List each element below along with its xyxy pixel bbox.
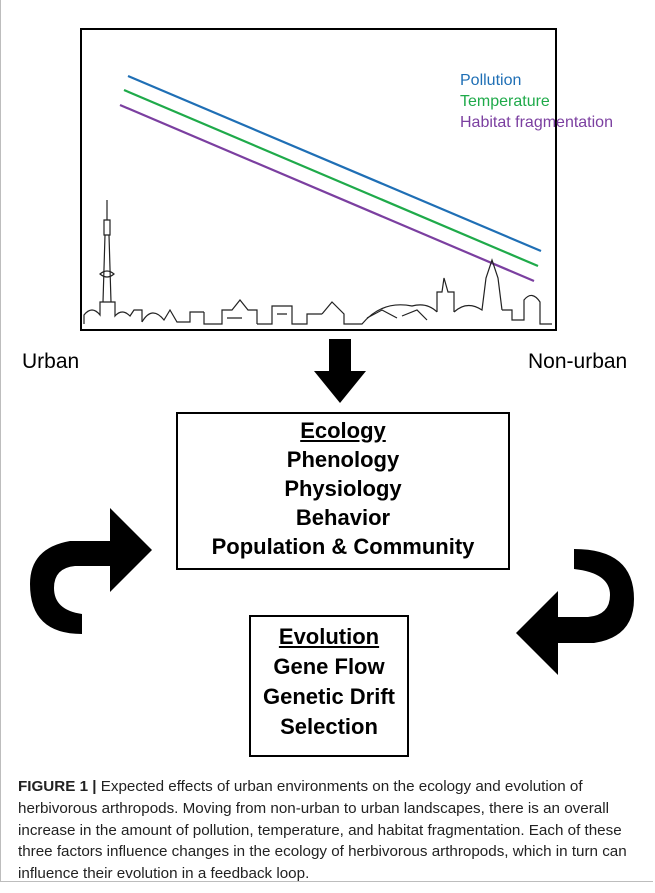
ecology-heading: Ecology bbox=[300, 418, 386, 443]
evolution-heading: Evolution bbox=[278, 624, 380, 649]
evolution-item: Selection bbox=[280, 714, 378, 739]
non-urban-label: Non-urban bbox=[528, 350, 628, 373]
gradient-lines bbox=[83, 74, 552, 325]
pollution-line bbox=[127, 74, 542, 253]
urban-label: Urban bbox=[22, 350, 80, 373]
figure-caption: FIGURE 1 | Expected effects of urban env… bbox=[18, 776, 646, 885]
down-arrow-icon bbox=[314, 339, 366, 403]
evolution-box: Evolution Gene Flow Genetic Drift Select… bbox=[249, 615, 409, 757]
curved-arrow-left-icon bbox=[30, 508, 152, 634]
caption-text: Expected effects of urban environments o… bbox=[18, 778, 627, 883]
ecology-item: Behavior bbox=[295, 505, 391, 530]
figure-label: FIGURE 1 | bbox=[18, 778, 97, 795]
city-skyline-icon bbox=[83, 200, 552, 325]
ecology-item: Physiology bbox=[284, 476, 402, 501]
habitat-fragmentation-line bbox=[119, 103, 535, 283]
curved-arrow-right-icon bbox=[516, 549, 634, 675]
ecology-item: Population & Community bbox=[211, 534, 475, 559]
ecology-box: Ecology Phenology Physiology Behavior Po… bbox=[176, 412, 510, 570]
ecology-item: Phenology bbox=[286, 447, 400, 472]
legend: Pollution Temperature Habitat fragmentat… bbox=[460, 70, 613, 133]
evolution-item: Genetic Drift bbox=[262, 684, 396, 709]
legend-pollution: Pollution bbox=[460, 72, 522, 89]
evolution-item: Gene Flow bbox=[273, 654, 385, 679]
legend-habitat-fragmentation: Habitat fragmentation bbox=[460, 114, 613, 131]
legend-temperature: Temperature bbox=[460, 93, 550, 110]
temperature-line bbox=[123, 88, 539, 268]
urban-gradient-panel: Pollution Temperature Habitat fragmentat… bbox=[80, 28, 613, 331]
